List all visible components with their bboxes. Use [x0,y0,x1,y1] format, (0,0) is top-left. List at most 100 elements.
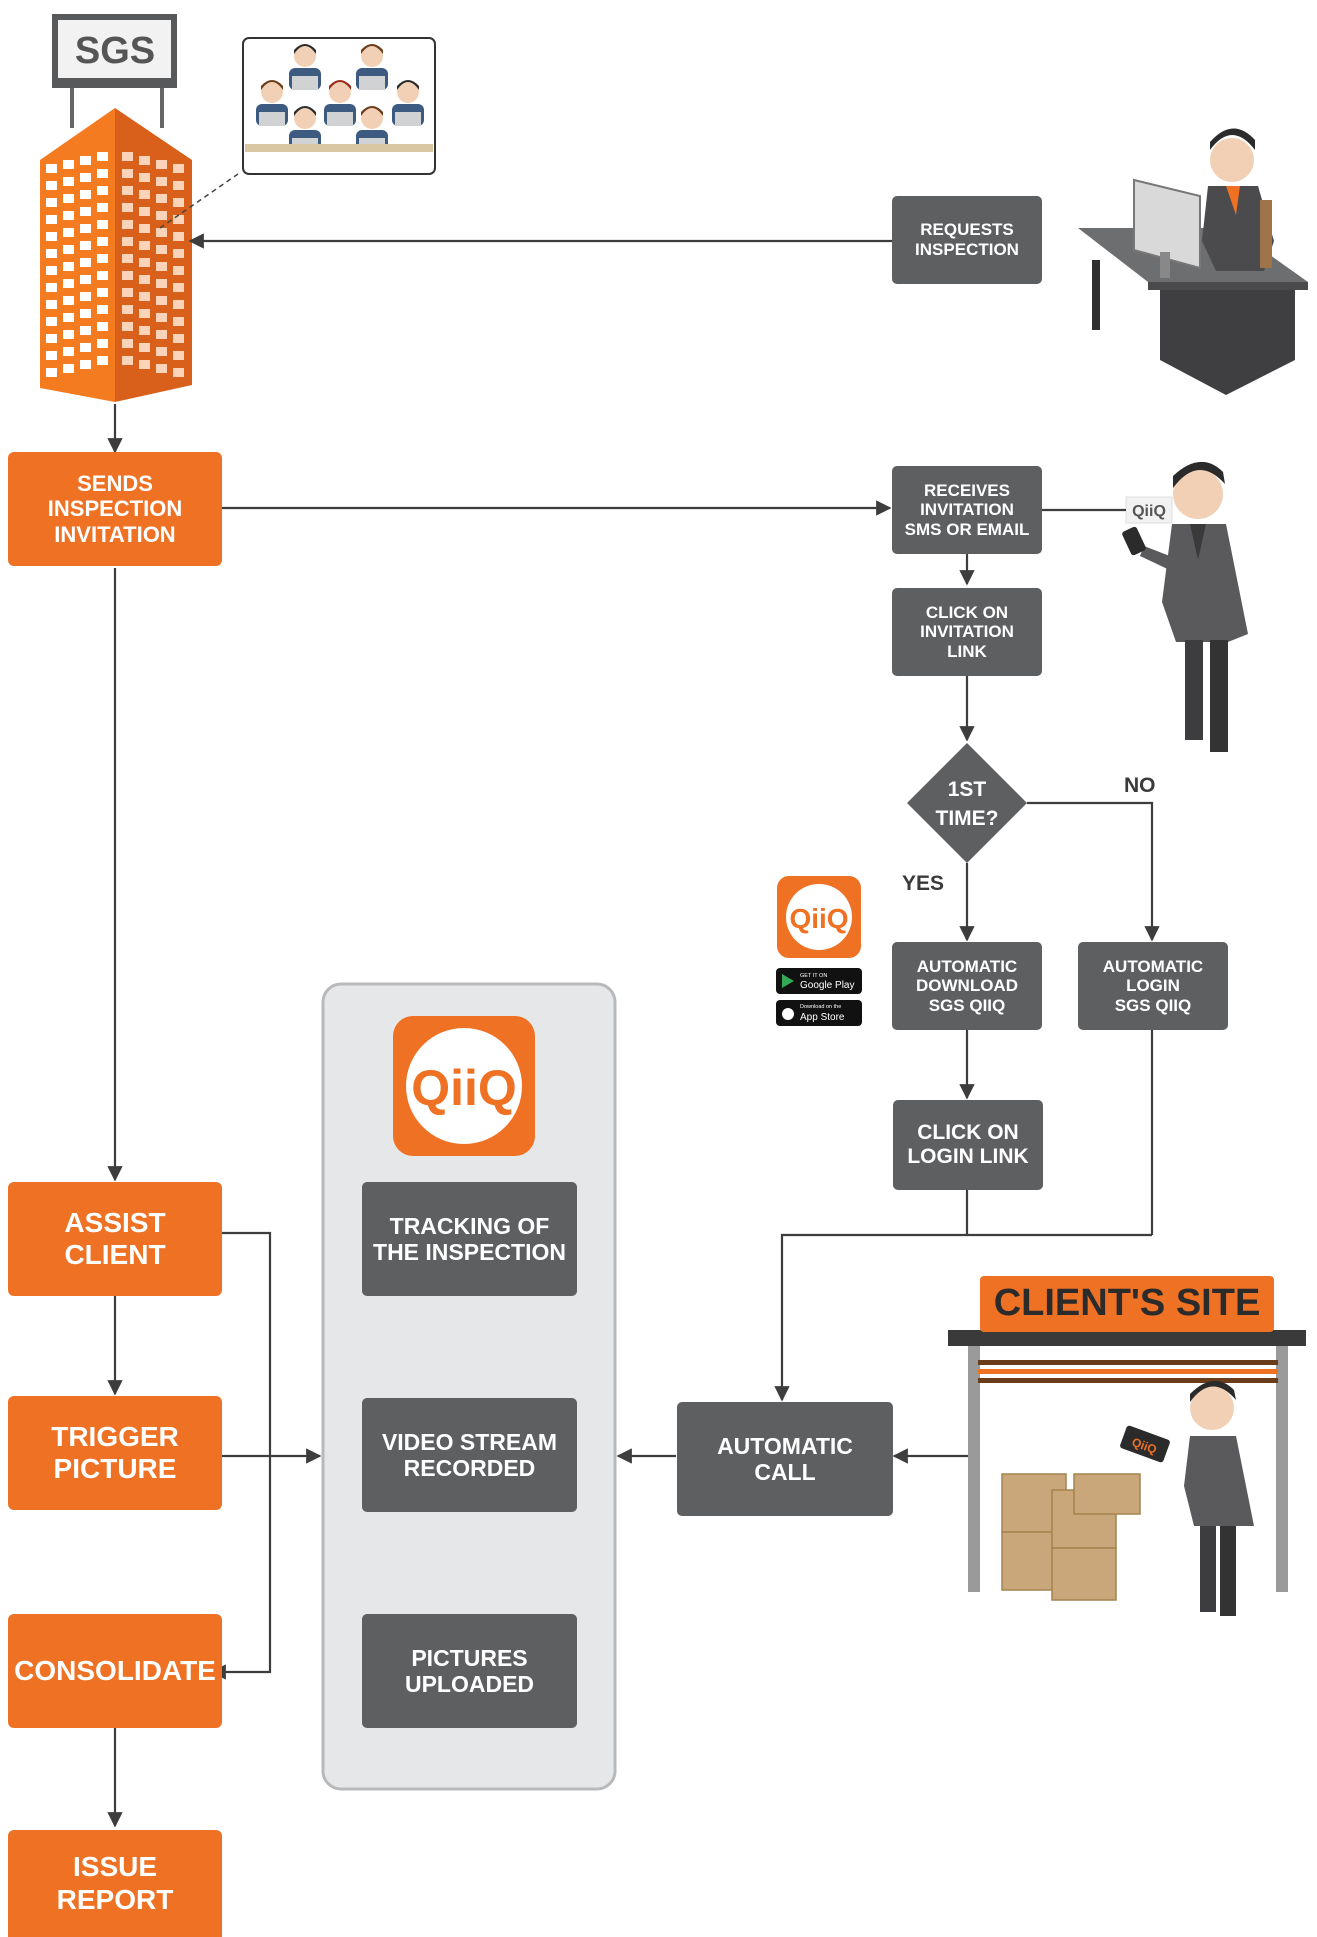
building-window [80,241,91,250]
agent-laptop [327,112,353,126]
building-window [63,228,74,237]
building-window [80,258,91,267]
client-with-phone-icon: QiiQ [1122,461,1248,752]
building-window [122,220,133,229]
click-login-link-box: CLICK ON LOGIN LINK [893,1100,1043,1190]
building-window [97,288,108,297]
building-window [122,305,133,314]
agent-laptop [292,76,318,90]
building-window [173,283,184,292]
client-at-desk-icon [1078,128,1308,395]
building-window [156,194,167,203]
building-window [122,169,133,178]
tracking-inspection-box: TRACKING OF THE INSPECTION [362,1182,577,1296]
call-center-team-icon [242,37,436,175]
building-window [80,343,91,352]
building-window [97,169,108,178]
building-window [139,156,150,165]
building-window [63,194,74,203]
building-window [97,339,108,348]
building-window [122,254,133,263]
svg-text:Google Play: Google Play [800,980,854,991]
building-window [156,211,167,220]
building-window [173,368,184,377]
qiiq-app-small-icon: QiiQ [777,876,861,958]
agent-head [294,107,316,129]
building-window [46,368,57,377]
agent-hair [361,106,383,116]
building-window [63,347,74,356]
building-window [122,186,133,195]
building-window [139,343,150,352]
sgs-sign-text: SGS [75,30,155,72]
consolidate-box: CONSOLIDATE [8,1614,222,1728]
building-window [46,232,57,241]
building-window [63,160,74,169]
building-window [63,279,74,288]
agent-head [261,81,283,103]
building-window [97,186,108,195]
agent-head [329,81,351,103]
automatic-call-box: AUTOMATIC CALL [677,1402,893,1516]
building-window [46,334,57,343]
building-window [139,207,150,216]
building-window [139,190,150,199]
building-window [156,330,167,339]
building-window [63,364,74,373]
building-window [97,254,108,263]
building-window [173,266,184,275]
building-window [122,271,133,280]
building-window [173,198,184,207]
building-window [63,330,74,339]
building-window [156,347,167,356]
assist-client-box: ASSIST CLIENT [8,1182,222,1296]
building-window [80,275,91,284]
agent-hair [261,80,283,90]
building-window [173,351,184,360]
app-store-badge[interactable]: Download on the App Store [776,1000,862,1026]
building-window [139,292,150,301]
building-window [122,288,133,297]
building-window [80,292,91,301]
agent-hair [361,44,383,54]
building-window [46,283,57,292]
agent-laptop [395,112,421,126]
agent-head [361,107,383,129]
building-window [97,237,108,246]
sends-inspection-invitation-box: SENDS INSPECTION INVITATION [8,452,222,566]
clients-site-banner: CLIENT'S SITE [980,1276,1274,1332]
building-window [80,309,91,318]
requests-inspection-box: REQUESTS INSPECTION [892,196,1042,284]
building-window [122,152,133,161]
building-window [122,237,133,246]
svg-text:App Store: App Store [800,1012,845,1023]
receives-invitation-box: RECEIVES INVITATION SMS OR EMAIL [892,466,1042,554]
agent-hair [329,80,351,90]
building-window [97,152,108,161]
sgs-building-icon: SGS [40,14,239,402]
building-window [156,279,167,288]
building-window [46,198,57,207]
building-window [46,164,57,173]
building-window [173,181,184,190]
building-window [139,275,150,284]
qiiq-phone-label: QiiQ [1132,503,1166,520]
building-window [63,313,74,322]
building-window [173,334,184,343]
building-window [97,271,108,280]
building-window [139,326,150,335]
decision-diamond [907,743,1027,863]
building-window [46,351,57,360]
building-window [80,360,91,369]
building-window [156,313,167,322]
agent-head [361,45,383,67]
decision-line-2: TIME? [936,807,999,830]
agent-laptop [259,112,285,126]
video-stream-box: VIDEO STREAM RECORDED [362,1398,577,1512]
building-window [173,215,184,224]
svg-text:QiiQ: QiiQ [411,1060,517,1116]
google-play-badge[interactable]: GET IT ON Google Play [776,968,862,994]
building-window [80,173,91,182]
automatic-download-box: AUTOMATIC DOWNLOAD SGS QIIQ [892,942,1042,1030]
building-window [139,258,150,267]
